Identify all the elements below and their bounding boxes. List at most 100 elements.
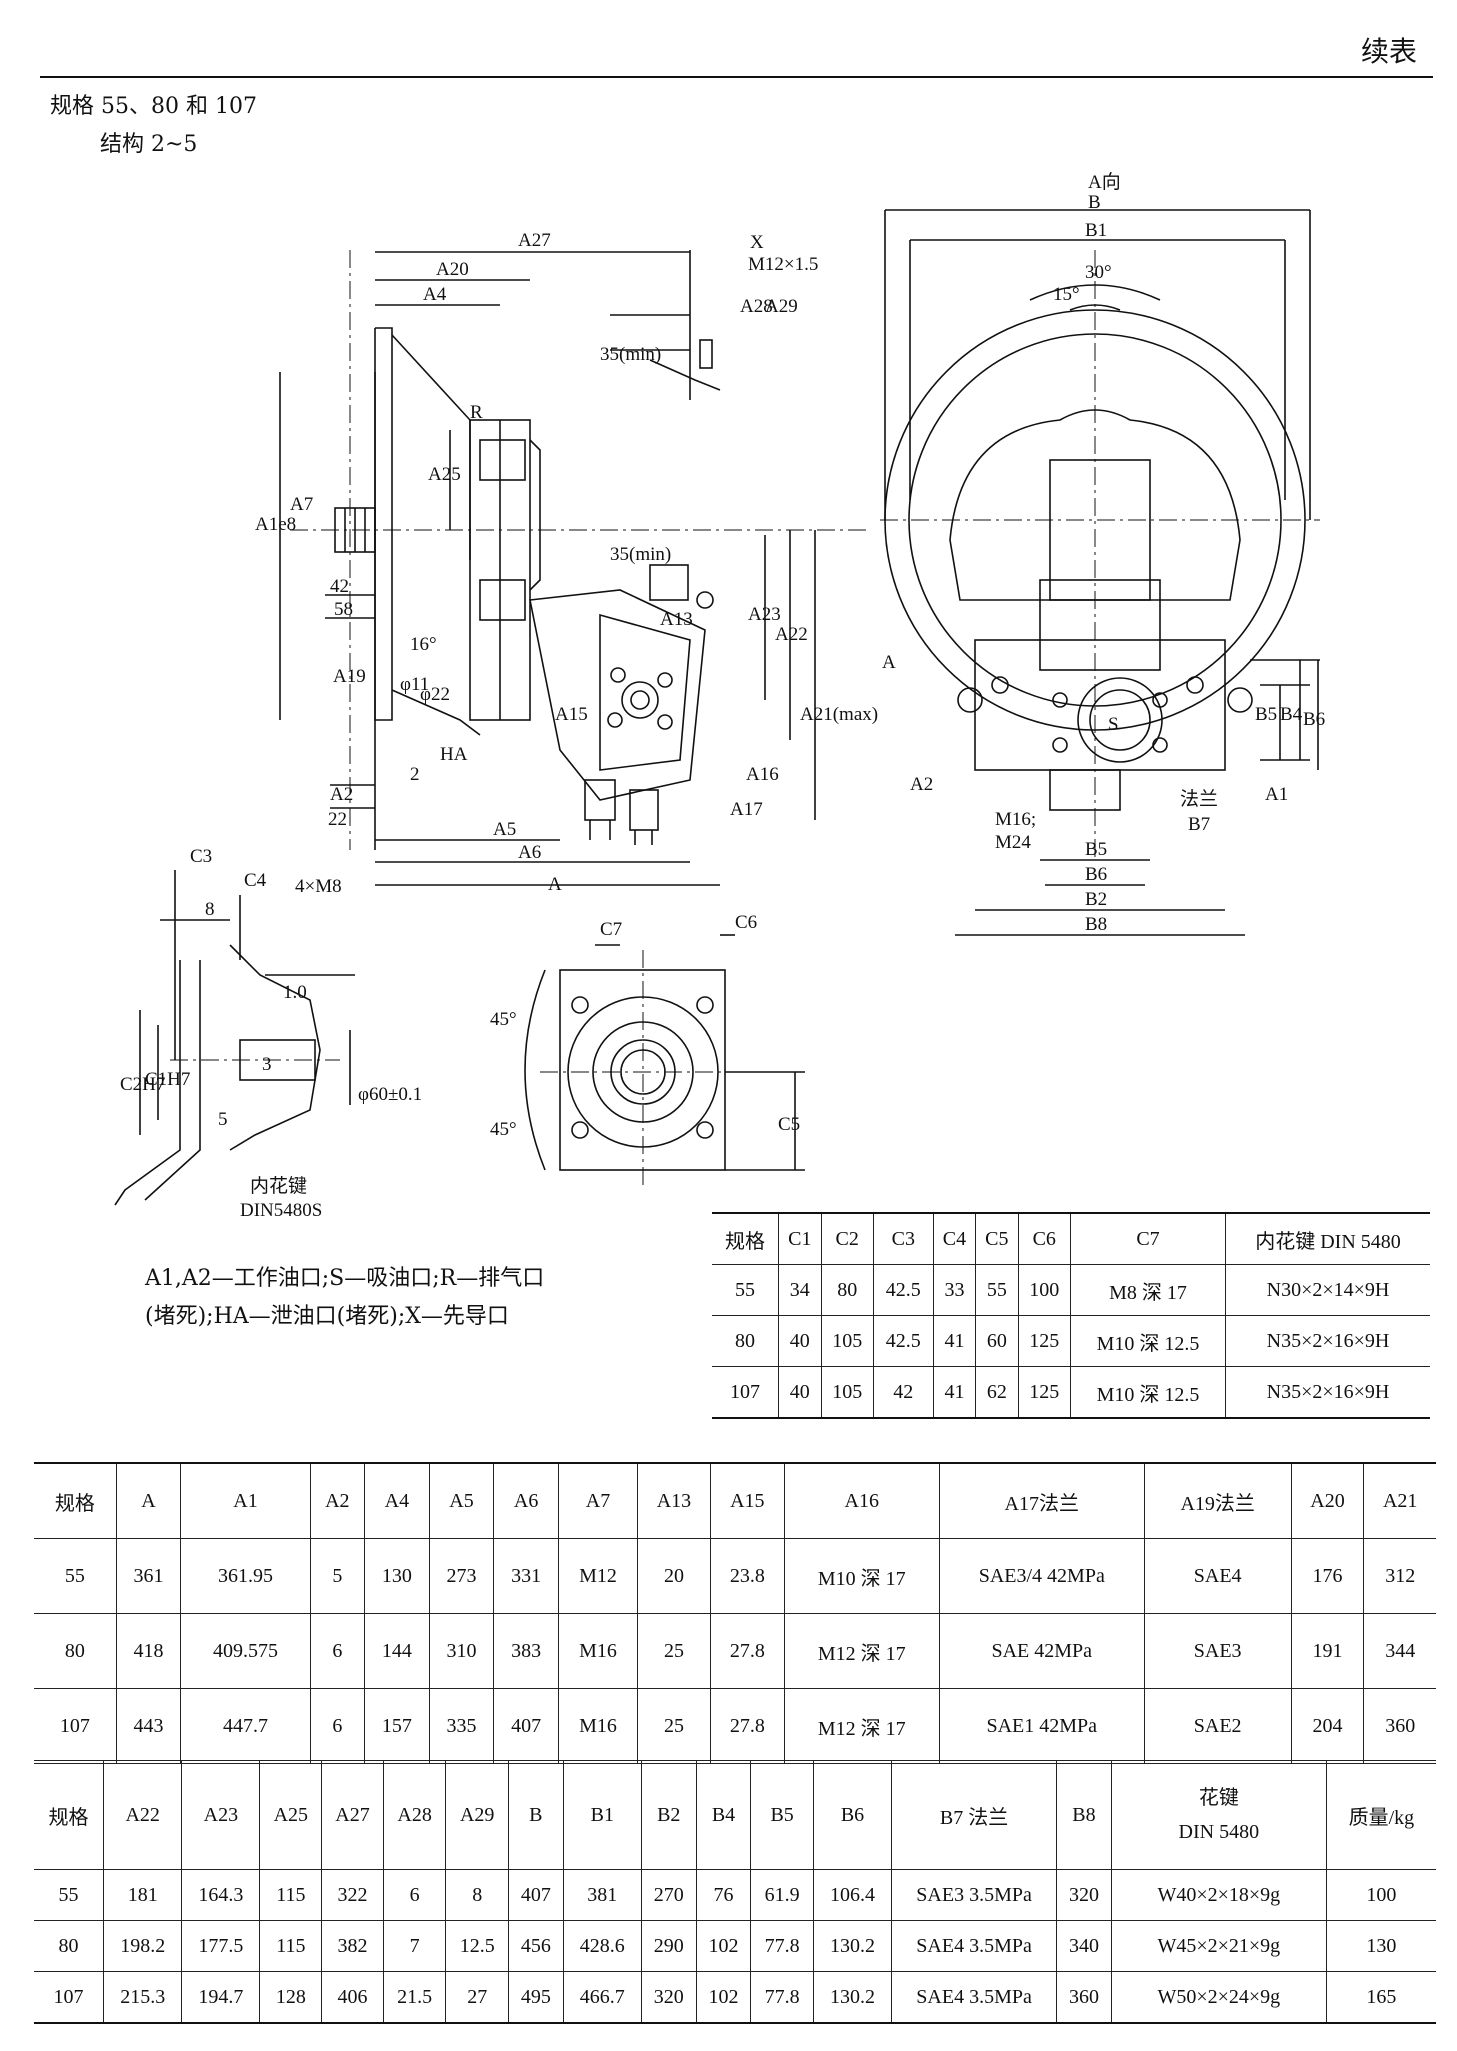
table-cell: 447.7 — [180, 1688, 311, 1764]
dim-B8: B8 — [1085, 914, 1107, 935]
table-cell: 273 — [428, 1538, 495, 1614]
table-cell: 181 — [103, 1869, 183, 1921]
col-header: C6 — [1017, 1212, 1072, 1265]
col-header: B — [507, 1760, 564, 1870]
col-header: C3 — [872, 1212, 934, 1265]
dim-42: 42 — [330, 576, 349, 597]
table-cell: 191 — [1290, 1613, 1365, 1689]
header-rule — [40, 76, 1433, 78]
spline-standard: DIN5480S — [240, 1200, 322, 1221]
table-cell: SAE4 — [1143, 1538, 1292, 1614]
table-cell: 40 — [778, 1315, 822, 1367]
table-cell: M8 深 17 — [1070, 1264, 1226, 1316]
table-cell: 33 — [932, 1264, 977, 1316]
table-cell: 382 — [321, 1920, 384, 1972]
table-cell: M10 深 17 — [783, 1538, 940, 1614]
table-cell: 270 — [640, 1869, 697, 1921]
col-header: A — [115, 1462, 182, 1539]
dim-A: A — [548, 874, 562, 895]
col-header: A13 — [637, 1462, 711, 1539]
table-cell: 27.8 — [709, 1613, 785, 1689]
table-cell: 361.95 — [180, 1538, 311, 1614]
side-view — [279, 250, 870, 886]
table-cell: SAE4 3.5MPa — [891, 1920, 1058, 1972]
table-a-dimensions: 规格 A A1 A2 A4 A5 A6 A7 A13 A15 A16 A17法兰… — [34, 1462, 1436, 1764]
table-cell: 360 — [1056, 1971, 1112, 2024]
table-cell: 42.5 — [872, 1315, 934, 1367]
table-cell: 125 — [1017, 1315, 1072, 1367]
col-header: A15 — [709, 1462, 785, 1539]
dim-B: B — [1088, 192, 1101, 213]
dim-A1e8: A1e8 — [255, 514, 296, 535]
table-header-row: 规格 A A1 A2 A4 A5 A6 A7 A13 A15 A16 A17法兰… — [34, 1462, 1436, 1539]
table-cell: 344 — [1363, 1613, 1436, 1689]
table-cell: 21.5 — [382, 1971, 447, 2024]
table-header-row: 规格 C1 C2 C3 C4 C5 C6 C7 内花键 DIN 5480 — [712, 1212, 1430, 1265]
table-cell: 41 — [932, 1366, 977, 1419]
table-cell: 456 — [507, 1920, 564, 1972]
col-header: A23 — [181, 1760, 261, 1870]
table-cell: SAE3/4 42MPa — [938, 1538, 1145, 1614]
dim-C5: C5 — [778, 1114, 800, 1135]
dim-A25: A25 — [428, 464, 461, 485]
table-row: 55 181 164.3 115 322 6 8 407 381 270 76 … — [34, 1869, 1436, 1921]
bolt-M24: M24 — [995, 832, 1031, 853]
dim-C3: C3 — [190, 846, 212, 867]
col-header: A20 — [1290, 1462, 1365, 1539]
col-header: 规格 — [712, 1212, 780, 1265]
table-cell: W50×2×24×9g — [1110, 1971, 1327, 2024]
table-cell: N30×2×14×9H — [1225, 1264, 1430, 1316]
side-view-labels: A27 A20 A4 X M12×1.5 A28 A29 35(min) R A… — [255, 230, 896, 895]
col-header: 规格 — [34, 1760, 105, 1870]
table-cell: 62 — [975, 1366, 1019, 1419]
table-cell: 100 — [1325, 1869, 1436, 1921]
table-cell: W45×2×21×9g — [1110, 1920, 1327, 1972]
table-cell: 6 — [309, 1688, 366, 1764]
table-cell: 76 — [695, 1869, 752, 1921]
table-cell: 55 — [34, 1538, 117, 1614]
dim-B5-v: B5 — [1255, 704, 1277, 725]
dim-B6-h: B6 — [1085, 864, 1107, 885]
table-cell: 115 — [259, 1920, 323, 1972]
table-cell: 381 — [562, 1869, 642, 1921]
table-row: 55 361 361.95 5 130 273 331 M12 20 23.8 … — [34, 1538, 1436, 1614]
spline-label: 内花键 — [250, 1175, 307, 1197]
table-cell: 320 — [1056, 1869, 1112, 1921]
table-cell: 322 — [321, 1869, 384, 1921]
angle-45-bottom: 45° — [490, 1119, 517, 1140]
col-header: A25 — [259, 1760, 323, 1870]
dim-A20: A20 — [436, 259, 469, 280]
table-cell: N35×2×16×9H — [1225, 1315, 1430, 1367]
table-cell: 164.3 — [181, 1869, 261, 1921]
table-cell: 128 — [259, 1971, 323, 2024]
thread-4xM8: 4×M8 — [295, 876, 342, 897]
angle-15: 15° — [1053, 284, 1080, 305]
dim-B2: B2 — [1085, 889, 1107, 910]
table-cell: 310 — [428, 1613, 495, 1689]
dim-A23: A23 — [748, 604, 781, 625]
table-cell: M12 深 17 — [783, 1613, 940, 1689]
table-cell: 130 — [1325, 1920, 1436, 1972]
table-cell: 177.5 — [181, 1920, 261, 1972]
table-cell: 466.7 — [562, 1971, 642, 2024]
col-header: A27 — [321, 1760, 384, 1870]
col-header: C7 — [1070, 1212, 1226, 1265]
table-cell: M12 — [557, 1538, 639, 1614]
table-cell: 157 — [364, 1688, 430, 1764]
label-HA: HA — [440, 744, 468, 765]
col-header: C1 — [778, 1212, 822, 1265]
table-cell: 144 — [364, 1613, 430, 1689]
table-cell: 105 — [820, 1315, 874, 1367]
table-cell: 27.8 — [709, 1688, 785, 1764]
dim-A16: A16 — [746, 764, 779, 785]
port-A1: A1 — [1265, 784, 1288, 805]
arrow-A: A — [882, 652, 896, 673]
label-R: R — [470, 402, 483, 423]
table-cell: 105 — [820, 1366, 874, 1419]
dim-phi22: φ22 — [420, 684, 450, 705]
table-row: 80 40 105 42.5 41 60 125 M10 深 12.5 N35×… — [712, 1315, 1430, 1367]
table-cell: 40 — [778, 1366, 822, 1419]
table-cell: 165 — [1325, 1971, 1436, 2024]
dim-A28: A28 — [740, 296, 773, 317]
